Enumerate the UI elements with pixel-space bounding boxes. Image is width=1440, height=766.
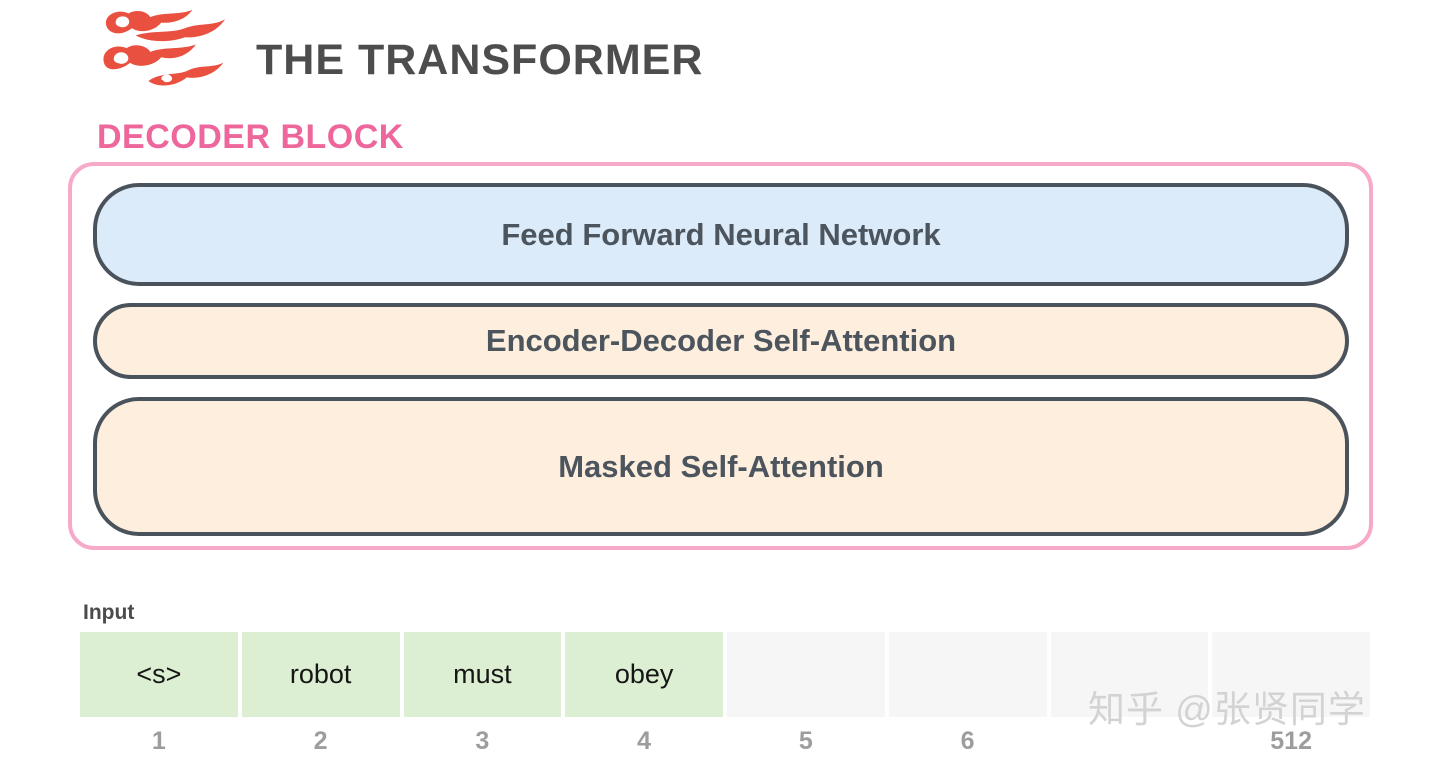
position-index: 5 — [798, 727, 813, 755]
input-cell — [888, 632, 1047, 717]
watermark: 知乎 @张贤同学 — [1088, 689, 1366, 730]
decoder-block-label: DECODER BLOCK — [97, 118, 404, 156]
input-cell — [1050, 632, 1209, 717]
position-index: 6 — [960, 727, 975, 755]
input-cell: <s> — [80, 632, 238, 717]
position-index: 4 — [637, 727, 652, 755]
decoder-block-container: Feed Forward Neural Network Encoder-Deco… — [68, 162, 1373, 550]
flame-logo-icon — [95, 8, 233, 92]
input-label: Input — [83, 601, 135, 624]
input-token-row: <s> robot must obey — [80, 632, 1370, 717]
layer-feed-forward: Feed Forward Neural Network — [93, 183, 1349, 286]
input-cell: obey — [565, 632, 723, 717]
position-index: 512 — [1270, 727, 1312, 755]
input-cell — [1212, 632, 1370, 717]
position-index-row: 1 2 3 4 5 6 512 — [80, 727, 1370, 756]
position-index: 3 — [475, 727, 490, 755]
input-cell — [727, 632, 885, 717]
position-index: 1 — [151, 727, 166, 755]
layer-encoder-decoder-attention: Encoder-Decoder Self-Attention — [93, 303, 1349, 379]
input-cell: must — [403, 632, 562, 717]
input-cell: robot — [241, 632, 400, 717]
page-title: THE TRANSFORMER — [256, 36, 704, 84]
position-index: 2 — [313, 727, 328, 755]
layer-masked-self-attention: Masked Self-Attention — [93, 397, 1349, 536]
